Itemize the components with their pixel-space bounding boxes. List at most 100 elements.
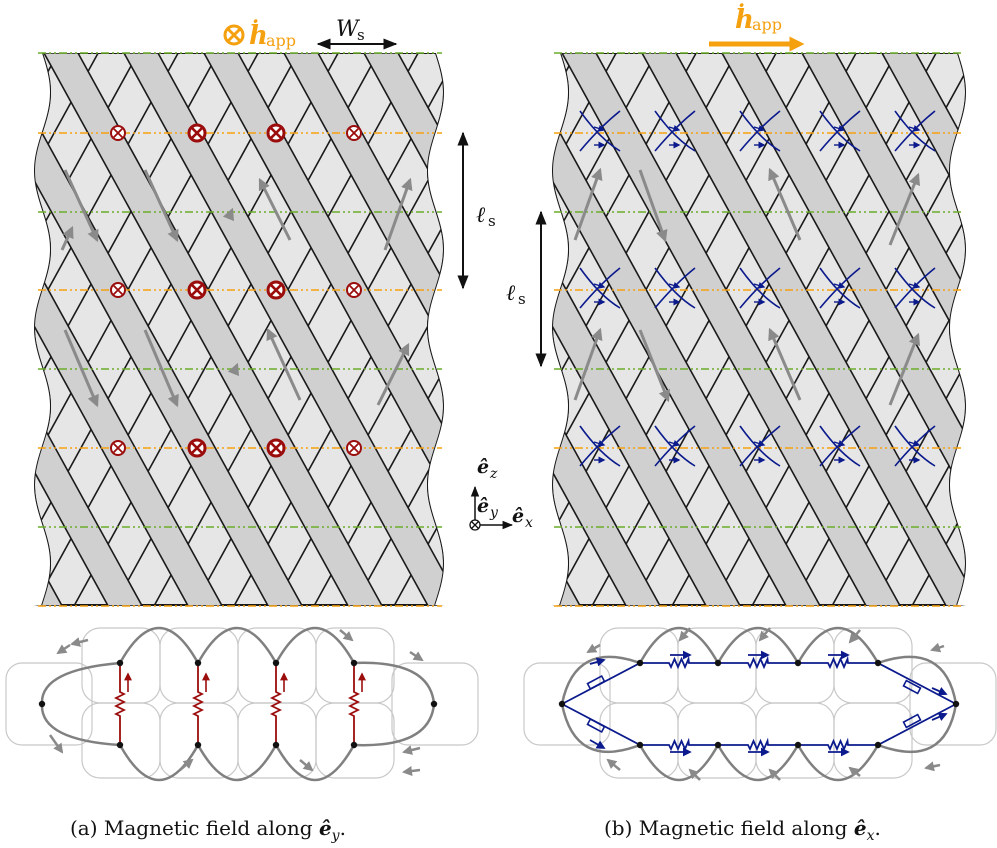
wide-strand	[34, 116, 304, 606]
cell-outline	[523, 662, 611, 746]
current-arrow	[60, 225, 74, 251]
width-subscript: s	[357, 26, 365, 44]
applied-field-a: ḣ app	[223, 19, 296, 51]
current-loop-top	[560, 626, 958, 705]
resistor-icon	[191, 663, 205, 745]
current-arrow	[768, 768, 781, 781]
field-line	[819, 425, 861, 467]
length-dimension-a: ℓ s	[457, 131, 496, 290]
applied-field-b: ḣ app	[709, 3, 805, 52]
current-arrow	[63, 329, 99, 408]
applied-field-symbol-a: ḣ	[249, 19, 268, 51]
field-line	[739, 267, 781, 309]
current-into-page-cross	[191, 284, 203, 296]
field-arrow	[668, 440, 681, 447]
field-arrow	[668, 125, 681, 132]
current-arrow	[222, 207, 235, 222]
thin-strand-line	[313, 367, 444, 606]
field-arrow	[753, 125, 766, 132]
cell-outline	[81, 702, 161, 779]
resistor-icon	[798, 737, 878, 752]
into-page-cross	[226, 27, 242, 43]
cell-outline	[391, 662, 479, 746]
panel-b-overlay	[554, 52, 964, 607]
cell-outline	[909, 662, 997, 746]
resistor-icon	[113, 663, 127, 745]
resistor-icon	[347, 663, 361, 745]
circuit-panel-b	[523, 626, 997, 782]
current-loop-top	[40, 626, 436, 705]
current-arrow	[299, 759, 314, 772]
field-arrow	[931, 687, 948, 696]
node-dot	[714, 659, 722, 667]
resistor-icon	[902, 679, 922, 695]
wide-strand	[34, 262, 224, 606]
node-dot	[272, 741, 280, 749]
current-arrow	[888, 172, 921, 246]
braid-strands	[552, 53, 997, 606]
caption-a-prefix: (a) Magnetic field along	[70, 816, 319, 840]
current-arrow	[924, 761, 941, 772]
node-dot	[38, 700, 46, 708]
axis-x-sub: x	[525, 515, 533, 531]
caption-a: (a) Magnetic field along êy.	[70, 816, 346, 844]
current-arrow	[266, 327, 302, 401]
current-arrow	[573, 167, 603, 241]
field-arrow	[833, 125, 846, 132]
field-arrow	[908, 282, 921, 289]
coordinate-axes: ê z ê y ê x	[469, 456, 533, 531]
field-arrow	[593, 440, 606, 447]
thin-strand-line	[552, 53, 657, 245]
current-arrow	[383, 177, 413, 251]
current-arrow	[888, 332, 921, 406]
current-arrow	[638, 329, 671, 403]
current-into-page-cross	[349, 128, 359, 138]
current-arrow	[848, 629, 861, 644]
wide-strand	[203, 53, 444, 492]
thin-strand-line	[0, 53, 18, 606]
node-dot	[794, 741, 802, 749]
field-arrow	[908, 440, 921, 447]
node-dot	[272, 659, 280, 667]
wide-strand	[363, 53, 444, 201]
node-dot	[794, 659, 802, 667]
current-arrow	[56, 643, 71, 655]
resistor-icon	[586, 675, 606, 690]
wide-strand	[552, 262, 742, 606]
resistor-icon	[798, 655, 878, 670]
current-into-page-cross	[270, 284, 282, 296]
field-line	[654, 425, 696, 467]
resistor-icon	[269, 663, 283, 745]
resistor-icon	[902, 713, 922, 729]
node-dot	[636, 659, 644, 667]
wide-strand	[961, 53, 966, 62]
caption-b-prefix: (b) Magnetic field along	[604, 816, 854, 840]
edge-mask-right	[950, 53, 966, 606]
current-into-page-cross	[191, 127, 203, 139]
cell-outline	[833, 627, 913, 704]
current-into-page-cross	[349, 285, 359, 295]
current-arrow	[143, 329, 179, 408]
field-line	[579, 110, 621, 152]
node-dot	[636, 741, 644, 749]
current-arrow	[258, 177, 292, 241]
field-arrow	[753, 440, 766, 447]
field-line	[819, 267, 861, 309]
current-arrow	[402, 745, 421, 755]
current-arrow	[930, 642, 945, 653]
applied-field-symbol-b: ḣ	[735, 3, 754, 35]
node-dot	[350, 741, 358, 749]
axis-y-vec: ê	[477, 495, 489, 517]
wide-strand	[881, 53, 966, 208]
node-dot	[714, 741, 722, 749]
thin-strand-line	[992, 53, 997, 606]
field-line	[654, 267, 696, 309]
caption-b-vec: ê	[853, 816, 867, 840]
into-page-icon	[223, 24, 245, 46]
field-arrow	[593, 125, 606, 132]
cell-outline	[599, 702, 679, 779]
edge-mask-left	[34, 53, 50, 606]
panel-a-overlay	[38, 52, 442, 607]
current-arrow	[688, 768, 701, 781]
cell-outline	[833, 702, 913, 779]
